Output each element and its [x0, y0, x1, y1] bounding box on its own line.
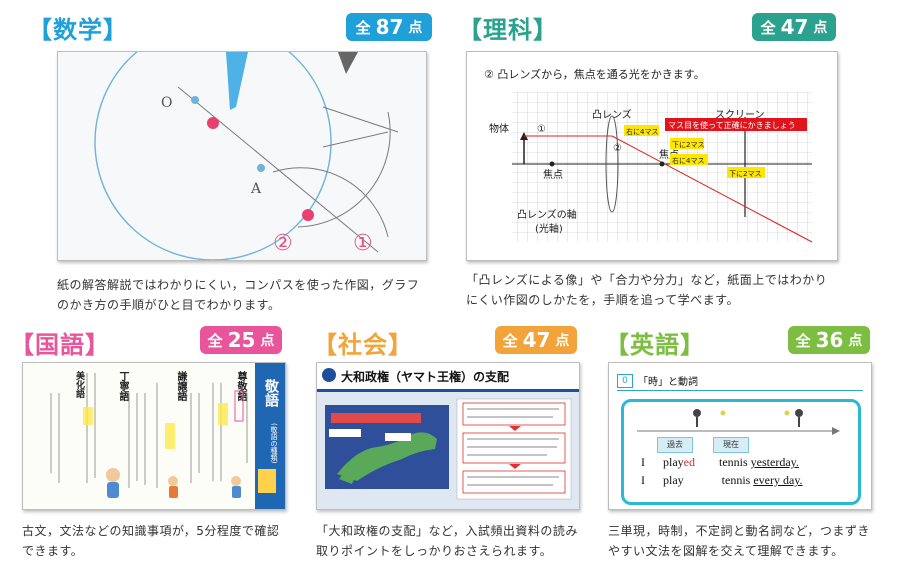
- sentence-present: I play tennis every day.: [641, 473, 803, 488]
- yamato-map-figure: [325, 398, 572, 500]
- social-heading: 大和政権（ヤマト王権）の支配: [341, 370, 510, 384]
- japanese-title: 【国語】: [10, 331, 110, 359]
- row2-time: every day.: [753, 473, 803, 487]
- social-heading-bar: [317, 363, 579, 392]
- sentence-past: I played tennis yesterday.: [641, 455, 799, 470]
- step2-label: ②: [613, 143, 622, 154]
- social-description: 「大和政権の支配」など，入試頻出資料の読み取りポイントをしっかりおさえられます。: [316, 524, 578, 558]
- optical-axis-sublabel: (光軸): [535, 222, 563, 235]
- column-kenjougo: 謙譲語: [175, 371, 186, 401]
- lens-label: 凸レンズ: [592, 108, 632, 121]
- keigo-title: 敬語: [263, 379, 279, 407]
- badge-count: 87: [375, 15, 404, 39]
- keigo-text-lines: [50, 373, 276, 498]
- english-tab: 0 「時」と動詞: [617, 373, 698, 388]
- science-description: 「凸レンズによる像」や「合力や分力」など，紙面上ではわかりにくい作図のしかたを，…: [466, 273, 828, 307]
- row1-verb-stem: play: [663, 455, 684, 469]
- row2-subject: I: [641, 473, 645, 487]
- badge-prefix: 全: [760, 18, 776, 37]
- badge-count: 47: [780, 15, 809, 39]
- row1-time: yesterday.: [750, 455, 799, 469]
- diagram-heading: ② 凸レンズから，焦点を通る光をかきます。: [484, 67, 705, 81]
- badge-count: 36: [815, 328, 844, 352]
- badge-count: 47: [522, 328, 551, 352]
- math-figure: O A ② ①: [57, 51, 427, 261]
- english-tab-underline: [617, 390, 863, 391]
- science-points-badge: 全 47 点: [752, 13, 836, 41]
- badge-suffix: 点: [260, 333, 275, 349]
- tag-down-2b: 下に2マス: [729, 170, 761, 178]
- english-tab-number: 0: [617, 373, 633, 388]
- row2-verb: play: [663, 473, 684, 487]
- optical-axis-label: 凸レンズの軸: [517, 208, 577, 221]
- badge-prefix: 全: [207, 331, 223, 350]
- row2-object: tennis: [721, 473, 751, 487]
- row1-object: tennis: [719, 455, 748, 469]
- social-title: 【社会】: [313, 331, 413, 359]
- label-a: A: [250, 181, 262, 197]
- social-slide-icon: [322, 368, 336, 382]
- label-past: 過去: [657, 437, 693, 453]
- japanese-points-badge: 全 25 点: [200, 326, 282, 354]
- japanese-figure: 敬語 (敬語の種類) 尊敬語 謙譲語 丁寧語 美化語: [22, 362, 286, 510]
- math-construction-figure: O A ② ①: [94, 52, 399, 260]
- badge-prefix: 全: [795, 331, 811, 350]
- social-points-badge: 全 47 点: [495, 326, 577, 354]
- tag-right-4b: 右に4マス: [672, 156, 704, 165]
- english-figure: 0 「時」と動詞 過去 現在 I played tennis yesterday…: [608, 362, 872, 510]
- science-title: 【理科】: [458, 16, 558, 44]
- focus-label-left: 焦点: [543, 168, 563, 181]
- tag-down-2a: 下に2マス: [672, 141, 704, 149]
- math-points-badge: 全 87 点: [346, 13, 432, 41]
- english-description: 三単現，時制，不定詞と動名詞など，つまずきやすい文法を図解を交えて理解できます。: [608, 524, 870, 558]
- badge-suffix: 点: [555, 333, 570, 349]
- badge-suffix: 点: [408, 20, 423, 36]
- badge-prefix: 全: [355, 18, 371, 37]
- social-figure: 大和政権（ヤマト王権）の支配: [316, 362, 580, 510]
- english-timeline: [637, 409, 840, 435]
- badge-count: 25: [227, 328, 256, 352]
- badge-suffix: 点: [813, 20, 828, 36]
- japanese-description: 古文，文法などの知識事項が，5分程度で確認できます。: [22, 524, 280, 558]
- math-title: 【数学】: [28, 16, 128, 44]
- column-teineigo: 丁寧語: [117, 371, 128, 401]
- english-title: 【英語】: [605, 331, 705, 359]
- label-step1: ①: [353, 231, 373, 256]
- lens-ray-diagram: ② 凸レンズから，焦点を通る光をかきます。 物体 ① ② 凸レンズ スクリーン …: [484, 67, 813, 243]
- label-o: O: [161, 95, 172, 111]
- row1-subject: I: [641, 455, 645, 469]
- label-step2: ②: [273, 231, 293, 256]
- step1-label: ①: [537, 124, 546, 135]
- science-figure: ② 凸レンズから，焦点を通る光をかきます。 物体 ① ② 凸レンズ スクリーン …: [466, 51, 838, 261]
- column-sonkeigo: 尊敬語: [235, 371, 246, 401]
- label-present: 現在: [713, 437, 749, 453]
- keigo-subtitle: (敬語の種類): [270, 423, 278, 464]
- badge-suffix: 点: [848, 333, 863, 349]
- english-tab-title: 「時」と動詞: [638, 377, 698, 388]
- column-bikago: 美化語: [74, 371, 84, 398]
- math-description: 紙の解答解説ではわかりにくい，コンパスを使った作図，グラフのかき方の手順がひと目…: [57, 278, 420, 312]
- tag-right-4: 右に4マス: [626, 127, 658, 136]
- english-points-badge: 全 36 点: [788, 326, 870, 354]
- object-label: 物体: [489, 122, 509, 135]
- badge-prefix: 全: [502, 331, 518, 350]
- row1-verb-suffix: ed: [683, 455, 695, 469]
- tag-instruction: マス目を使って正確にかきましょう: [668, 120, 796, 130]
